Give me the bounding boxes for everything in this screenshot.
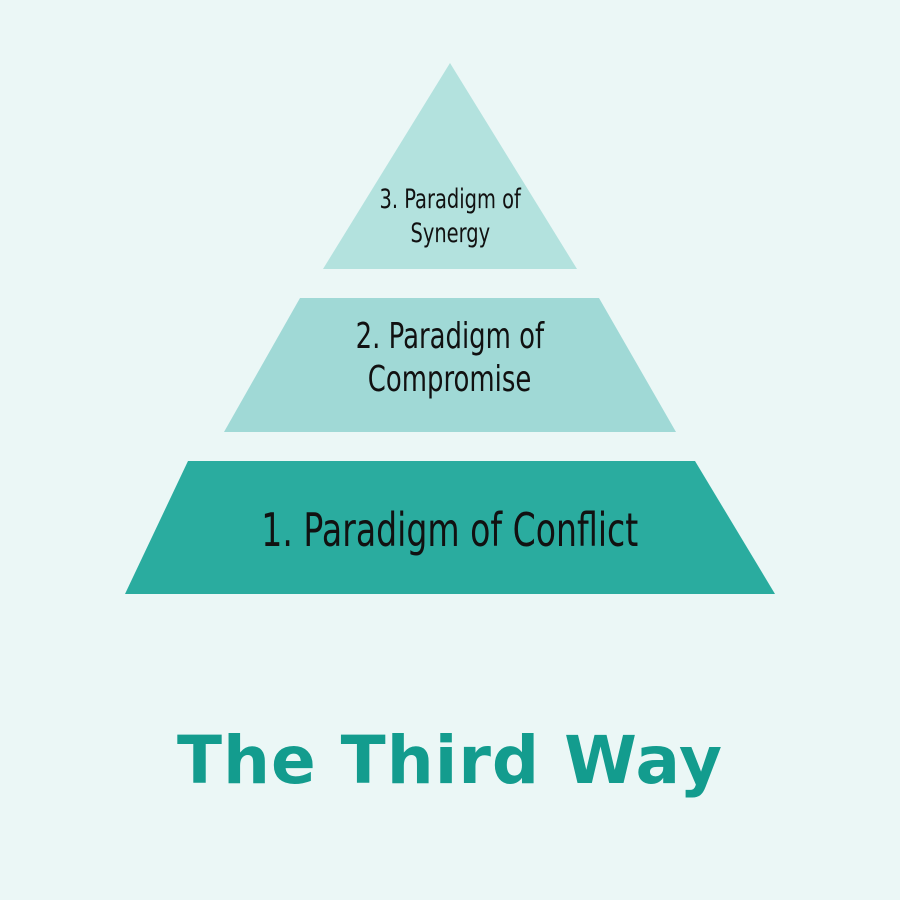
level-3-line2: Synergy [410,217,490,249]
level-2-line1: 2. Paradigm of [355,316,545,357]
pyramid-level-1-shape [125,461,775,594]
level-3-line1: 3. Paradigm of [379,184,521,215]
pyramid-level-2-label: 2. Paradigm of Compromise [0,315,900,401]
diagram-title: The Third Way [176,722,724,799]
level-2-line2: Compromise [368,359,532,401]
pyramid-level-2-shape [224,298,676,432]
pyramid-level-1-label: 1. Paradigm of Conflict [0,502,900,560]
level-1-line1: 1. Paradigm of Conflict [261,503,639,557]
pyramid-level-3-label: 3. Paradigm of Synergy [0,183,900,251]
pyramid-level-3-shape [323,63,577,269]
